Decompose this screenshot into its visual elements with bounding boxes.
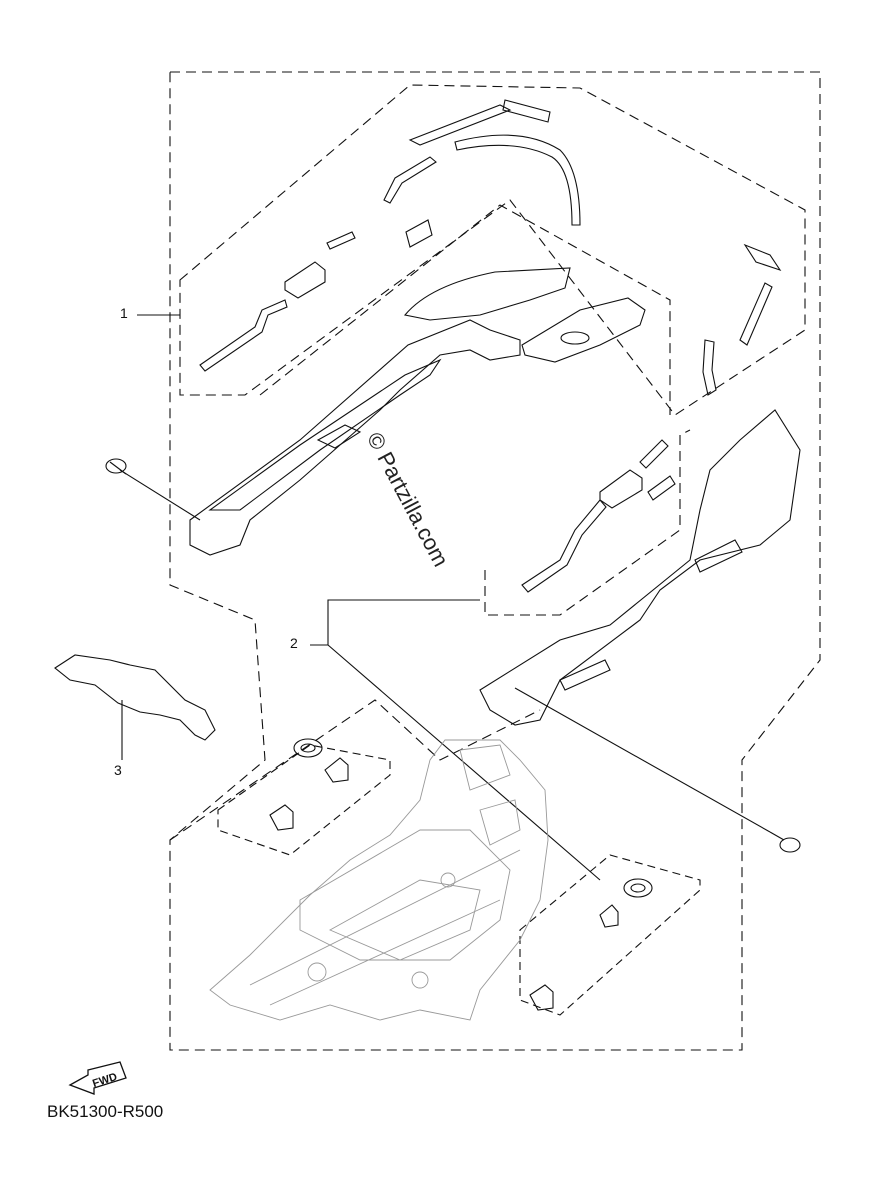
forward-direction-badge: FWD <box>68 1061 127 1095</box>
right-cover-handle <box>559 659 611 691</box>
tail-cover-hole <box>560 331 590 345</box>
clip-right-upper <box>599 904 619 928</box>
grommet-right-inner <box>630 883 646 893</box>
wire-strip-right <box>521 499 607 593</box>
foam-block-small-right <box>647 475 676 501</box>
small-curved-strip-left <box>383 156 437 204</box>
diagram-code: BK51300-R500 <box>47 1102 164 1121</box>
clip-right-lower <box>529 984 554 1011</box>
leader-line-2b <box>327 644 601 881</box>
rail-group-boundary <box>259 204 671 415</box>
foam-block-top <box>502 99 551 123</box>
callout-1: 1 <box>120 305 128 321</box>
tail-upper-panel <box>403 267 571 321</box>
left-side-cover <box>189 319 521 556</box>
curved-trim-strip <box>454 134 581 226</box>
clip-group-left <box>217 744 391 856</box>
small-curved-strip-right <box>702 339 717 396</box>
tail-light-cover <box>521 297 646 363</box>
callout-2: 2 <box>290 635 298 651</box>
stay-bracket <box>54 654 216 741</box>
leader-line-2 <box>310 599 480 646</box>
foam-block-right <box>743 243 782 272</box>
grommet-right <box>623 878 653 898</box>
frame-area-boundary <box>169 699 541 841</box>
clip-group-right <box>519 854 701 1016</box>
clip-left-lower <box>269 804 294 831</box>
callout-3: 3 <box>114 762 122 778</box>
connector-right <box>599 469 643 509</box>
trim-strip-right <box>739 282 773 346</box>
right-cover-grip <box>694 539 743 573</box>
right-side-cover <box>479 409 801 726</box>
small-pad-right <box>639 439 669 469</box>
grommet-left <box>293 738 323 758</box>
foam-block-mid <box>405 219 433 248</box>
clip-left-upper <box>324 757 349 783</box>
rear-frame <box>209 739 549 1021</box>
left-cover-grip <box>316 424 362 449</box>
trim-strip-long <box>408 104 512 146</box>
connector-left <box>284 261 326 299</box>
left-cover-inner-panel <box>208 358 442 511</box>
bolt-right <box>514 687 801 853</box>
bolt-left <box>105 458 201 521</box>
upper-kit-boundary <box>179 84 806 416</box>
grommet-left-inner <box>300 743 316 753</box>
right-subkit-boundary <box>484 429 691 616</box>
wire-strip-left <box>199 299 288 372</box>
outer-assembly-boundary <box>169 71 821 1051</box>
small-pad-left <box>326 231 356 250</box>
